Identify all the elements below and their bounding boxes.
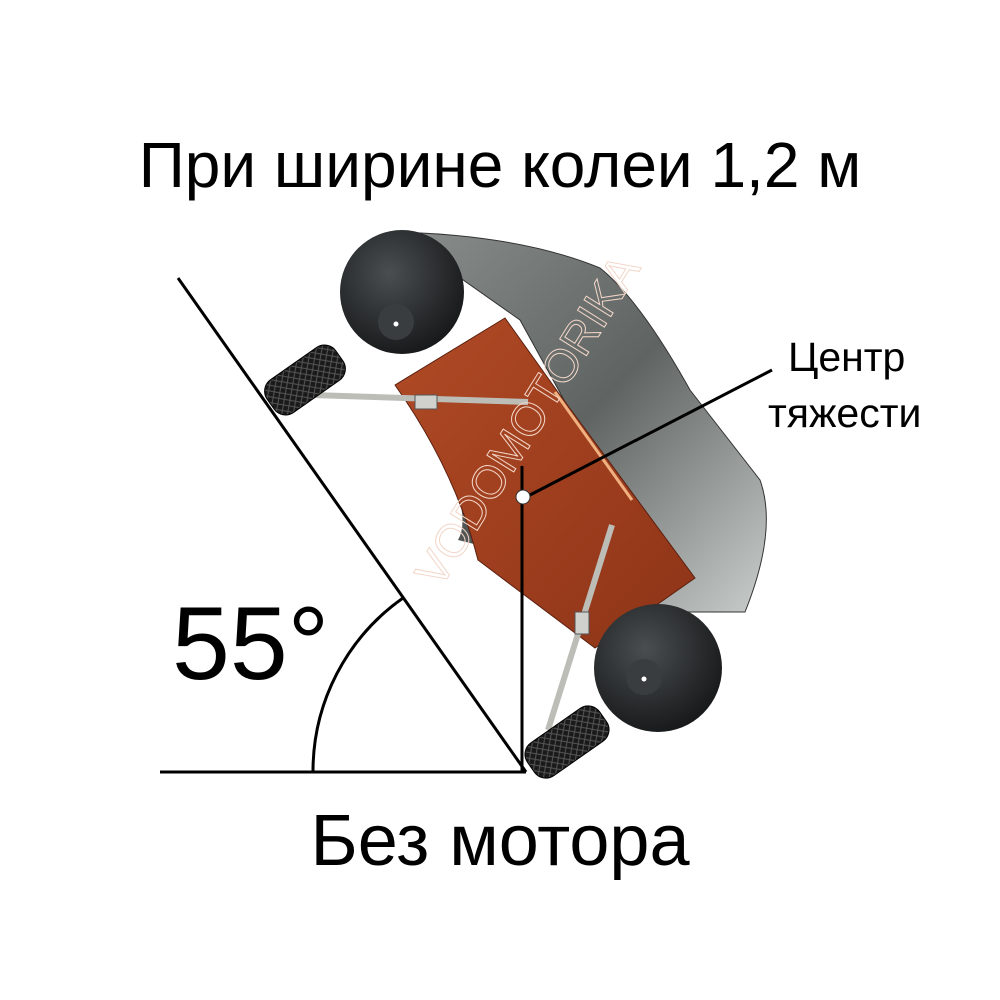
cog-label-line1: Центр bbox=[788, 334, 906, 380]
cog-leader-line bbox=[529, 368, 773, 497]
cog-label-line2: тяжести bbox=[768, 390, 922, 436]
tube-end-top bbox=[340, 230, 464, 354]
bottom-label: Без мотора bbox=[310, 801, 690, 881]
title: При ширине колеи 1,2 м bbox=[138, 129, 862, 201]
boat-hull bbox=[393, 231, 767, 613]
angle-arc bbox=[311, 596, 404, 773]
wheel-bottom bbox=[524, 705, 610, 779]
center-of-gravity-marker bbox=[515, 489, 531, 505]
floor-edge bbox=[553, 391, 634, 501]
angle-label: 55° bbox=[172, 586, 330, 702]
wheel-top bbox=[264, 344, 346, 416]
tilt-line bbox=[176, 277, 528, 773]
